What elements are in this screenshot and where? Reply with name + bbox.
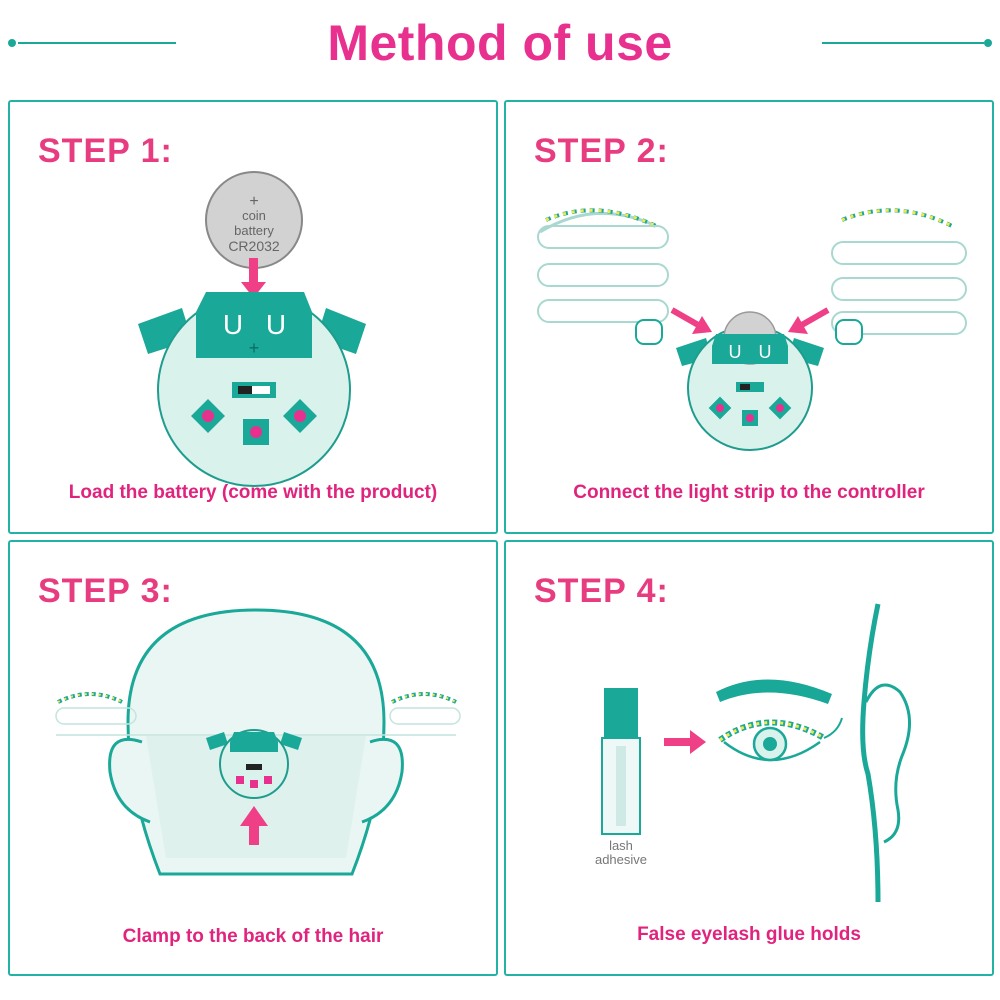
controller-icon: U U (676, 311, 824, 451)
step-1-panel: STEP 1: + coin battery CR2032 U U + (8, 100, 498, 534)
arrow-icon (240, 806, 268, 845)
right-deco-line (822, 42, 984, 44)
arrow-icon (670, 307, 830, 334)
step-4-label: STEP 4: (534, 572, 669, 610)
step-3-caption: Clamp to the back of the hair (122, 926, 384, 947)
battery-text-line1: coin (242, 208, 266, 223)
eye-icon (716, 679, 843, 762)
arrow-icon (241, 258, 266, 298)
eyelash-strip-icon (537, 208, 967, 345)
battery-plus: + (249, 193, 258, 210)
step-2-panel: STEP 2: (504, 100, 994, 534)
right-deco-dot (984, 39, 992, 47)
step-2-label: STEP 2: (534, 132, 669, 170)
adhesive-label-line2: adhesive (595, 852, 647, 867)
controller-icon (206, 729, 302, 799)
step-4-panel: STEP 4: lash adhesive False eyelash glue… (504, 540, 994, 976)
head-icon (860, 603, 912, 903)
step-3-label: STEP 3: (38, 572, 173, 610)
left-deco-line (18, 42, 176, 44)
step-3-panel: STEP 3: (8, 540, 498, 976)
glue-bottle-icon: lash adhesive (595, 688, 647, 867)
svg-text:U: U (223, 309, 243, 340)
head-clamp-illustration (55, 608, 461, 876)
battery-text-line3: CR2032 (228, 238, 280, 254)
left-deco-dot (8, 39, 16, 47)
step-4-caption: False eyelash glue holds (637, 924, 861, 945)
page-title: Method of use (327, 15, 673, 71)
svg-text:+: + (249, 338, 260, 358)
glue-eye-illustration: lash adhesive (595, 603, 912, 903)
step-2-caption: Connect the light strip to the controlle… (573, 482, 925, 503)
controller-icon: U U + (138, 292, 366, 487)
svg-text:U: U (729, 342, 742, 362)
adhesive-label-line1: lash (609, 838, 633, 853)
svg-text:U: U (266, 309, 286, 340)
battery-icon: + coin battery CR2032 (205, 171, 303, 269)
svg-text:U: U (759, 342, 772, 362)
light-strip-illustration: U U (537, 208, 967, 451)
step-1-label: STEP 1: (38, 132, 173, 170)
battery-controller-illustration: + coin battery CR2032 U U + (138, 171, 366, 487)
step-1-caption: Load the battery (come with the product) (68, 482, 438, 503)
arrow-icon (664, 730, 706, 754)
battery-text-line2: battery (234, 223, 274, 238)
